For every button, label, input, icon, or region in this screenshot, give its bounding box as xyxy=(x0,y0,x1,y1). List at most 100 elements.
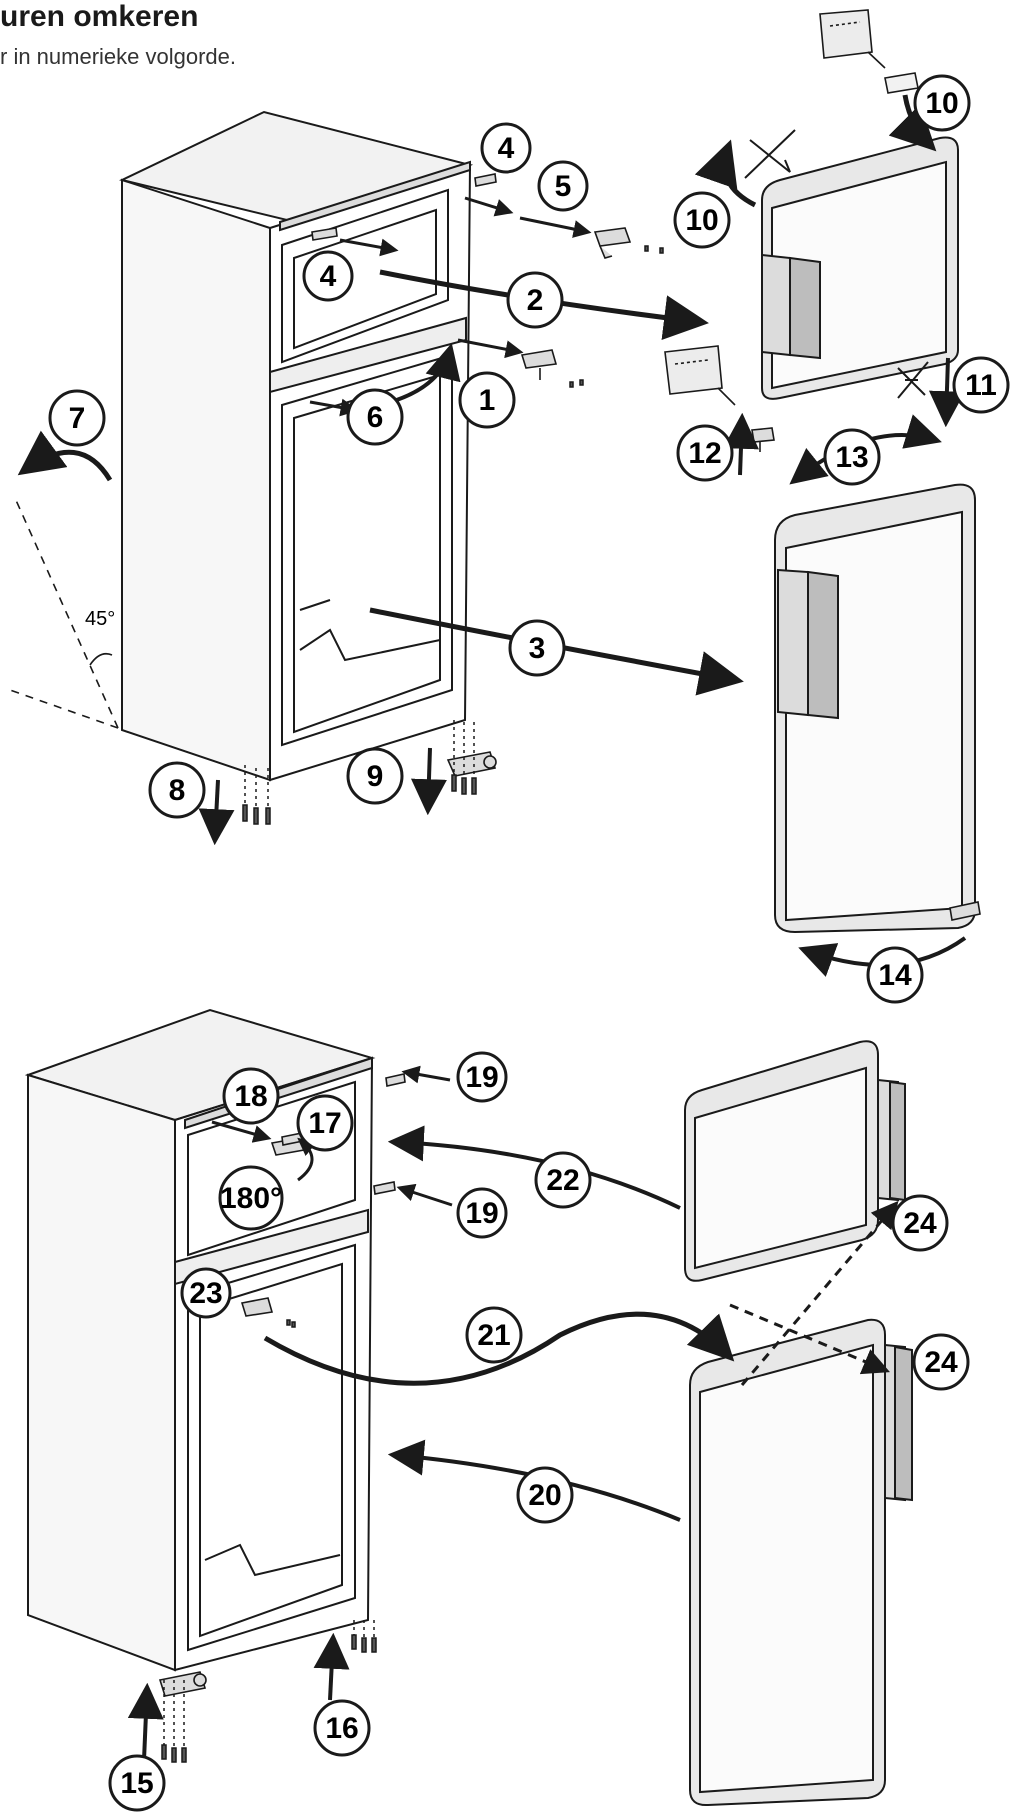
curved-arrow-icon xyxy=(519,216,592,238)
screw-group xyxy=(161,245,664,1763)
step-number: 1 xyxy=(479,384,496,417)
prohibited-sign-icon xyxy=(744,129,796,179)
step-9: 8 xyxy=(148,761,206,819)
cover-cap-icon xyxy=(884,72,919,94)
step-circle xyxy=(508,619,566,677)
step-number: 12 xyxy=(688,437,721,470)
step-number: 4 xyxy=(320,260,337,293)
step-8: 7 xyxy=(48,389,106,447)
fridge-door-bottom xyxy=(689,1318,913,1807)
dashed-guides xyxy=(729,1200,899,1386)
curved-arrow-icon xyxy=(722,412,759,476)
curved-arrow-icon xyxy=(694,139,757,208)
curved-arrow-icon xyxy=(928,357,965,428)
step-12: 10 xyxy=(673,191,731,249)
step-1: 1 xyxy=(458,371,516,429)
step-circle xyxy=(866,946,924,1004)
step-number: 2 xyxy=(527,284,544,317)
hinge-bracket-icon xyxy=(520,349,558,380)
step-27: 23 xyxy=(180,1267,232,1319)
hinge-bracket-icon xyxy=(158,1671,207,1697)
step-13: 11 xyxy=(952,356,1010,414)
step-number: 16 xyxy=(325,1712,358,1745)
step-circle xyxy=(302,250,354,302)
step-number: 23 xyxy=(189,1277,222,1310)
hinge-bracket-icon xyxy=(751,427,775,452)
step-number: 11 xyxy=(965,369,997,402)
step-2: 2 xyxy=(506,271,564,329)
freezer-door-top xyxy=(761,136,959,400)
step-3: 3 xyxy=(508,619,566,677)
step-number: 13 xyxy=(835,441,868,474)
step-number: 19 xyxy=(465,1197,498,1230)
step-14: 12 xyxy=(676,424,734,482)
step-circle xyxy=(823,428,881,486)
step-circle xyxy=(676,424,734,482)
step-circle xyxy=(296,1094,354,1152)
cover-cap-icon xyxy=(373,1181,396,1195)
step-circle xyxy=(891,1194,949,1252)
step-number: 4 xyxy=(498,132,515,165)
step-number: 10 xyxy=(685,204,718,237)
curved-arrow-icon xyxy=(888,94,937,152)
hinge-bracket-icon xyxy=(446,751,497,777)
hinge-bracket-icon xyxy=(240,1297,274,1317)
step-20: 18 xyxy=(222,1067,280,1125)
section-title: uren omkeren xyxy=(0,0,199,33)
step-circle xyxy=(148,761,206,819)
step-6: 5 xyxy=(537,160,589,212)
hinge-bracket-icon xyxy=(949,901,981,921)
step-circle xyxy=(456,1187,508,1239)
tilt-angle-guide xyxy=(9,497,119,729)
step-19: 17 xyxy=(296,1094,354,1152)
step-22: 19 xyxy=(456,1051,508,1103)
step-10: 9 xyxy=(346,747,404,805)
step-number: 20 xyxy=(528,1479,561,1512)
step-17: 15 xyxy=(108,1754,166,1812)
curved-arrow-icon xyxy=(339,238,399,257)
prohibited-sign-icon xyxy=(897,361,929,399)
step-number: 24 xyxy=(903,1207,937,1240)
curved-arrow-icon xyxy=(211,1120,272,1143)
step-circle xyxy=(346,388,404,446)
screw-icon xyxy=(569,379,584,388)
section-subtitle: r in numerieke volgorde. xyxy=(0,44,237,69)
screw-icon xyxy=(451,774,477,795)
screw-icon xyxy=(644,245,664,254)
step-11: 10 xyxy=(913,74,971,132)
fridge-door-top xyxy=(774,483,976,934)
step-23: 19 xyxy=(456,1187,508,1239)
curved-arrow-icon xyxy=(396,1183,453,1207)
step-18: 16 xyxy=(313,1699,371,1757)
step-15: 13 xyxy=(823,428,881,486)
step-28: 24 xyxy=(891,1194,949,1252)
step-7: 6 xyxy=(346,388,404,446)
curved-arrow-icon xyxy=(313,1632,350,1701)
step-number: 5 xyxy=(555,170,572,203)
step-circle xyxy=(534,1151,592,1209)
step-circle xyxy=(180,1267,232,1319)
accessory-bag-icon xyxy=(664,345,736,406)
step-number: 180° xyxy=(220,1182,282,1215)
screw-icon xyxy=(242,804,271,825)
curved-arrow-icon xyxy=(127,1682,164,1761)
step-number: 9 xyxy=(367,760,384,793)
step-16: 14 xyxy=(866,946,924,1004)
cover-cap-icon xyxy=(474,173,497,187)
step-number: 7 xyxy=(69,402,86,435)
screw-icon xyxy=(286,1319,296,1328)
curved-arrow-icon xyxy=(401,1065,451,1084)
step-circle xyxy=(537,160,589,212)
curved-arrow-icon xyxy=(457,338,524,359)
step-25: 21 xyxy=(465,1306,523,1364)
angle-label: 45° xyxy=(85,608,115,630)
step-circle xyxy=(912,1333,970,1391)
cover-cap-icon xyxy=(311,227,338,241)
step-5: 4 xyxy=(302,250,354,302)
step-21: 180° xyxy=(218,1165,284,1231)
screw-icon xyxy=(351,1634,377,1653)
step-4: 4 xyxy=(480,122,532,174)
step-number: 6 xyxy=(367,401,384,434)
